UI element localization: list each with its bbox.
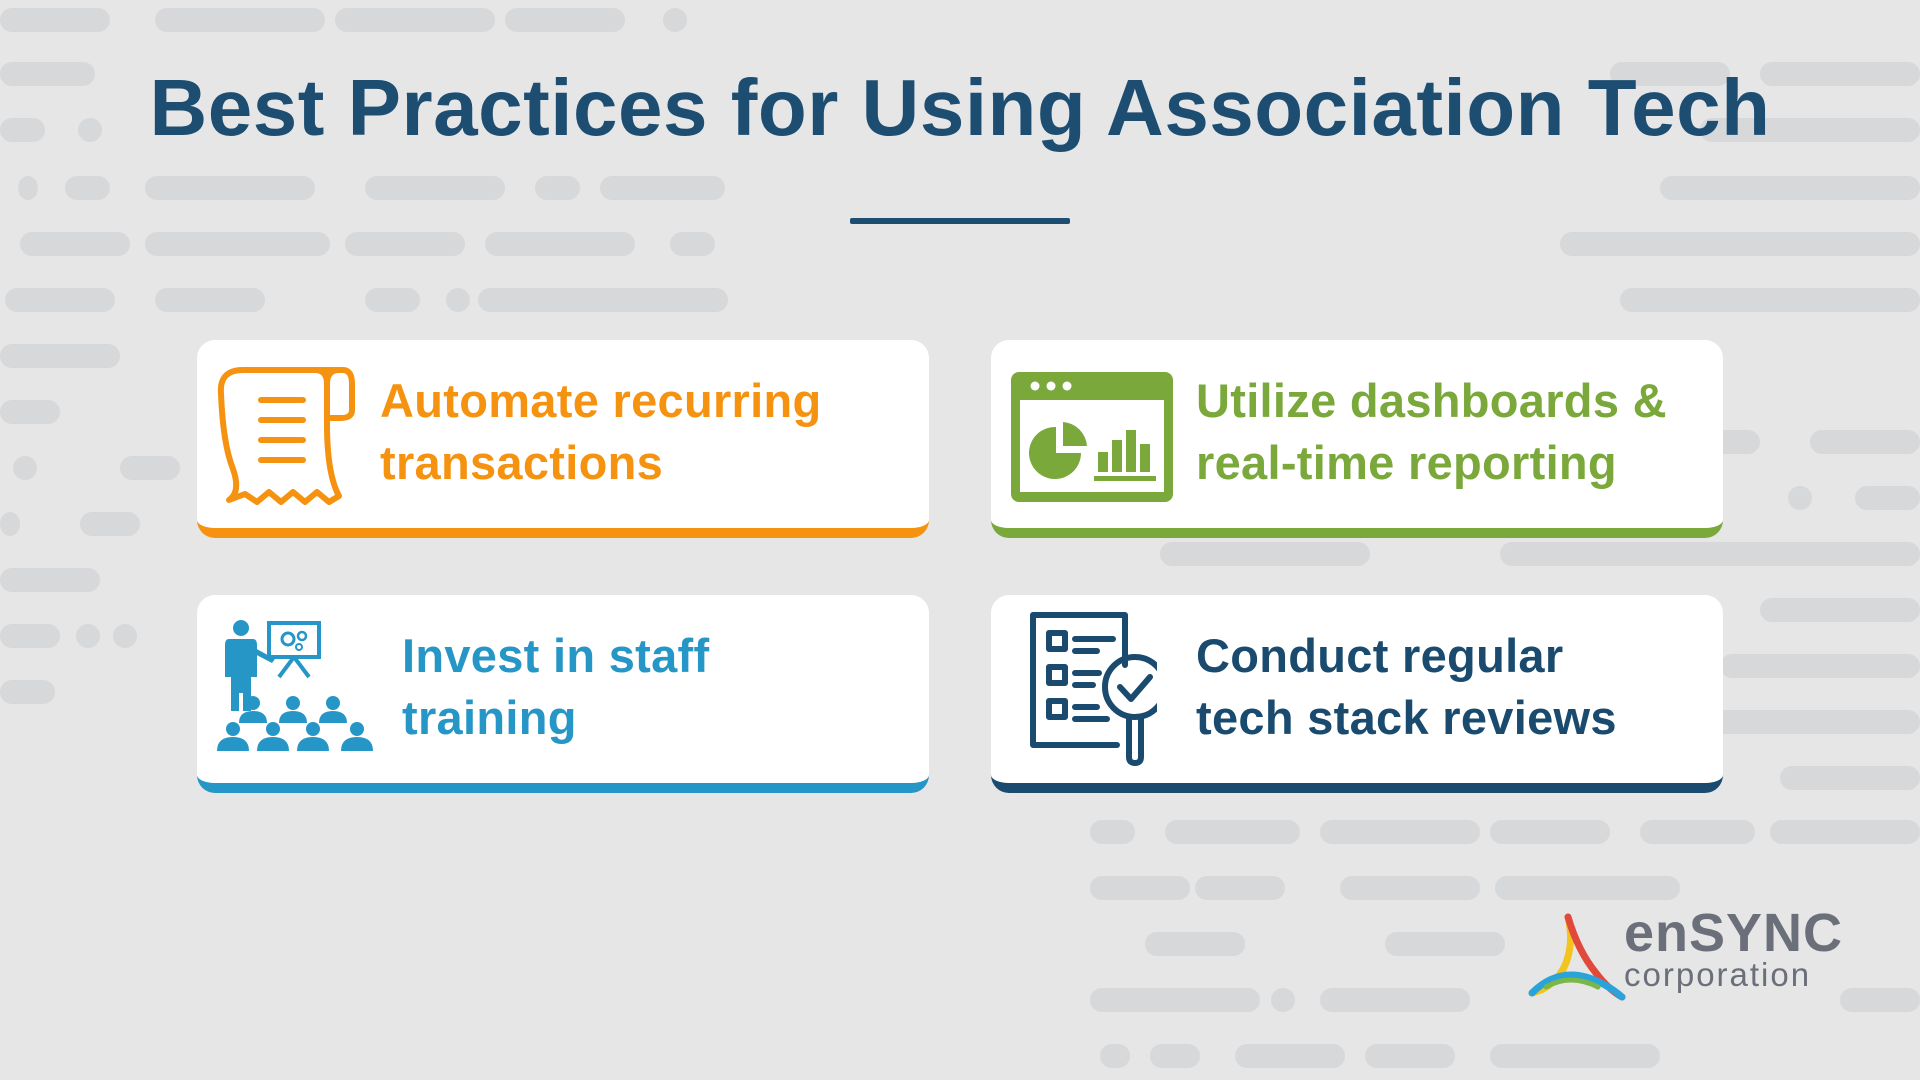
ensync-logo: enSYNC corporation [1520,903,1844,1005]
card-automate-transactions: Automate recurring transactions [197,340,929,538]
logo-wordmark: enSYNC [1624,903,1844,963]
receipt-icon [217,367,355,505]
dashboard-icon [1011,372,1173,502]
ensync-logo-mark [1528,913,1626,1001]
training-icon [217,620,373,751]
card-label: Automate recurring transactions [380,374,822,489]
title-divider [850,218,1070,224]
card-dashboards-reporting: Utilize dashboards & real-time reporting [991,340,1723,538]
logo-subtitle: corporation [1624,956,1812,993]
card-label: Invest in staff training [402,629,710,744]
page-title: Best Practices for Using Association Tec… [149,63,1771,152]
card-tech-stack-reviews: Conduct regular tech stack reviews [991,595,1723,793]
card-label: Conduct regular tech stack reviews [1196,629,1617,744]
card-label: Utilize dashboards & real-time reporting [1196,374,1667,489]
checklist-review-icon [1030,612,1157,766]
card-staff-training: Invest in staff training [197,595,929,793]
